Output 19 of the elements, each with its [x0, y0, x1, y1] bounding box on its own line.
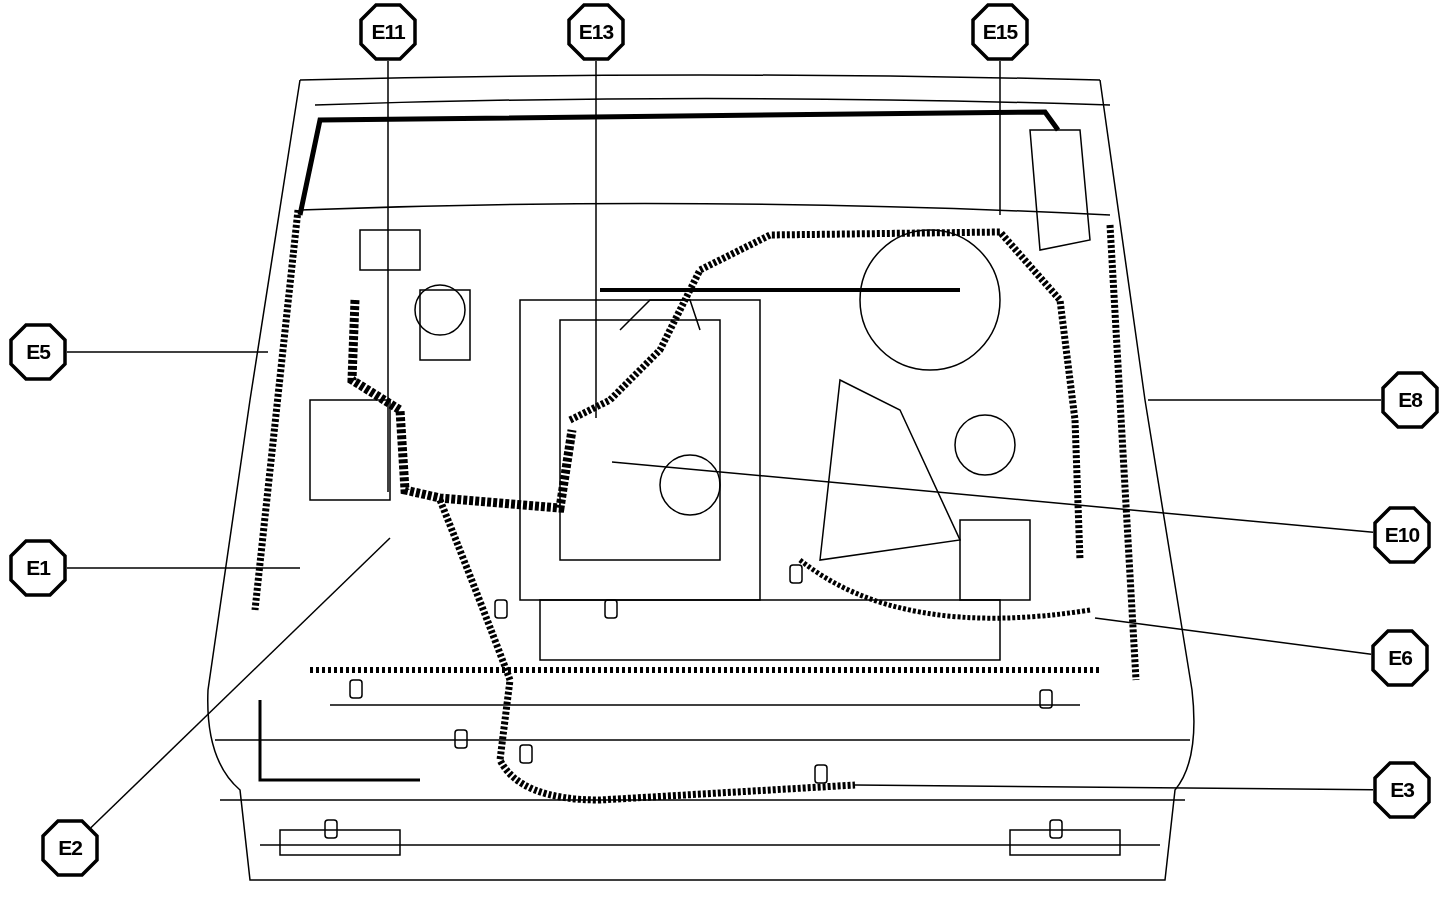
- callout-number: E10: [1373, 506, 1431, 564]
- leader-line: [595, 60, 597, 419]
- callout-number: E6: [1371, 629, 1429, 687]
- leader-line: [66, 567, 301, 569]
- leader-line: [999, 60, 1001, 216]
- callout-number: E15: [971, 3, 1029, 61]
- callout-number: E11: [359, 3, 417, 61]
- callout-number: E1: [9, 539, 67, 597]
- callout-number: E8: [1381, 371, 1439, 429]
- leader-line: [387, 60, 389, 493]
- callout-number: E3: [1373, 761, 1431, 819]
- callout-number: E2: [41, 819, 99, 877]
- callout-number: E13: [567, 3, 625, 61]
- leader-line: [1147, 399, 1382, 401]
- callout-number: E5: [9, 323, 67, 381]
- leader-line: [1094, 617, 1372, 655]
- leader-line: [611, 461, 1374, 534]
- leader-line: [66, 351, 269, 353]
- leader-line: [854, 784, 1374, 791]
